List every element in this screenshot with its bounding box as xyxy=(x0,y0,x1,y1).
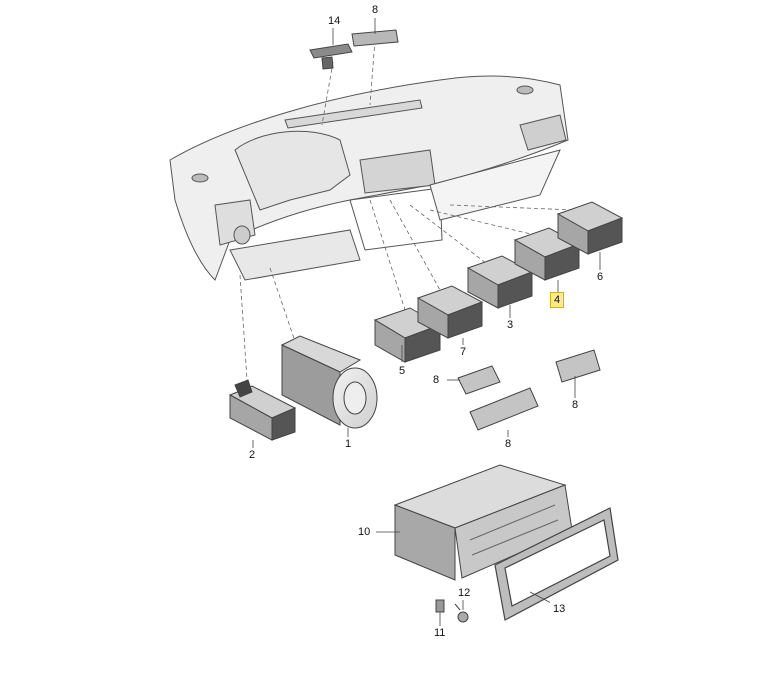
callout-8-top: 8 xyxy=(369,3,382,17)
callout-3: 3 xyxy=(504,318,517,332)
cover-plates-8 xyxy=(457,349,601,431)
callout-10: 10 xyxy=(355,525,374,539)
callout-1: 1 xyxy=(342,437,355,451)
callout-2: 2 xyxy=(246,448,259,462)
switch-module-6 xyxy=(556,201,624,255)
part-13-trim-frame xyxy=(494,507,619,621)
part-11-clip xyxy=(435,599,445,613)
callout-6: 6 xyxy=(594,270,607,284)
part-8-top-cover xyxy=(351,29,399,47)
callout-4: 4 xyxy=(550,292,565,308)
part-14-clip xyxy=(309,43,353,70)
switch-module-7 xyxy=(416,285,484,339)
callout-leaders xyxy=(252,18,601,626)
callout-8-a: 8 xyxy=(430,373,443,387)
part-1-light-switch xyxy=(280,335,378,429)
switch-module-5 xyxy=(373,307,442,363)
part-10-climate-control-unit xyxy=(393,464,573,581)
callout-8-c: 8 xyxy=(569,398,582,412)
part-2-switch xyxy=(228,379,297,441)
leader-lines xyxy=(239,39,576,396)
callout-13: 13 xyxy=(550,602,569,616)
callout-7: 7 xyxy=(457,345,470,359)
switch-module-4 xyxy=(513,227,581,281)
callout-12: 12 xyxy=(455,586,474,600)
dashboard-panel xyxy=(169,75,569,281)
callout-8-b: 8 xyxy=(502,437,515,451)
switch-module-3 xyxy=(466,255,534,309)
callout-11: 11 xyxy=(431,626,449,640)
callout-14: 14 xyxy=(325,14,344,28)
callout-5: 5 xyxy=(396,364,409,378)
part-12-screw xyxy=(454,603,469,623)
